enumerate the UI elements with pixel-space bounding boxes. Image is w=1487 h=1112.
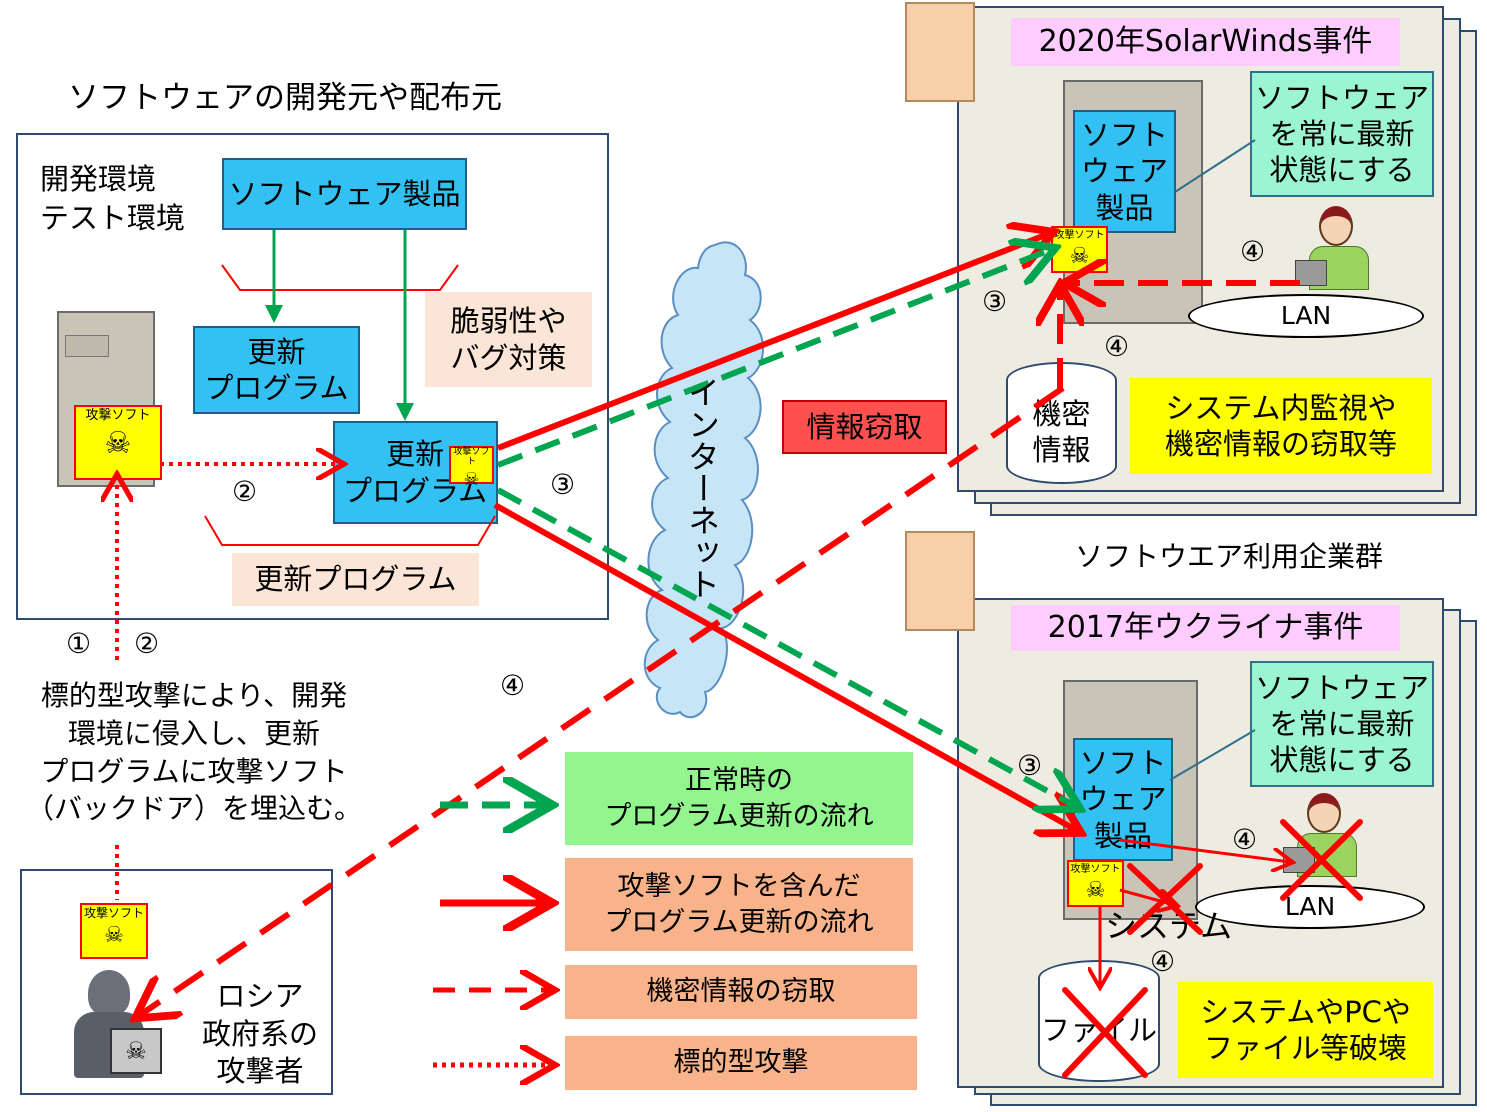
dev-environment-panel [16, 133, 609, 620]
marker-3-sw: ③ [982, 285, 1008, 318]
marker-1: ① [66, 627, 92, 660]
building-icon [905, 531, 975, 631]
dev-env-label: 開発環境 テスト環境 [40, 162, 186, 236]
legend-malicious-flow: 攻撃ソフトを含んだ プログラム更新の流れ [565, 858, 913, 951]
marker-4-left: ④ [500, 669, 526, 702]
software-product-box: ソフトウェア製品 [222, 158, 467, 230]
user-companies-label: ソフトウエア利用企業群 [1075, 540, 1384, 573]
ukraine-title: 2017年ウクライナ事件 [1011, 605, 1400, 651]
skull-icon: ☠ [104, 426, 132, 462]
skull-icon: ☠ [463, 468, 480, 490]
dev-server-panel [65, 335, 109, 357]
internet-label-vertical: インターネット [683, 376, 721, 600]
solarwinds-software: ソフト ウェア 製品 [1073, 110, 1176, 233]
ukraine-bubble: ソフトウェア を常に最新 状態にする [1250, 661, 1434, 787]
solarwinds-bubble: ソフトウェア を常に最新 状態にする [1250, 71, 1434, 197]
legend-info-theft: 機密情報の窃取 [565, 965, 917, 1019]
attack-soft-badge-attacker: 攻撃ソフト ☠ [80, 903, 148, 959]
skull-icon: ☠ [1085, 878, 1106, 903]
ukraine-software: ソフト ウェア 製品 [1073, 738, 1173, 861]
user-icon-solarwinds [1295, 206, 1375, 290]
update-program-bracket-label: 更新プログラム [232, 553, 479, 606]
update-program-box: 更新 プログラム [193, 326, 360, 414]
attack-soft-label: 攻撃ソフト [83, 906, 144, 920]
marker-4-sw-user: ④ [1240, 235, 1266, 268]
attack-soft-label: 攻撃ソフト [85, 408, 151, 423]
dev-title: ソフトウェアの開発元や配布元 [68, 80, 502, 116]
attack-soft-badge-ukraine: 攻撃ソフト ☠ [1067, 860, 1124, 907]
attack-soft-label: 攻撃ソフト [453, 447, 490, 467]
info-theft-label: 情報窃取 [782, 400, 947, 454]
legend-normal-flow: 正常時の プログラム更新の流れ [565, 752, 913, 845]
attack-soft-label: 攻撃ソフト [1070, 864, 1121, 875]
building-icon [905, 2, 975, 102]
attack-soft-badge-update: 攻撃ソフト ☠ [449, 446, 494, 489]
solarwinds-title: 2020年SolarWinds事件 [1011, 18, 1400, 66]
attacker-panel [20, 869, 333, 1095]
solarwinds-lan: LAN [1188, 294, 1424, 338]
ukraine-lan: LAN [1195, 885, 1425, 929]
attacker-label: ロシア 政府系の 攻撃者 [201, 979, 318, 1089]
ukraine-effect: システムやPCや ファイル等破壊 [1178, 982, 1433, 1078]
marker-4-uk-user: ④ [1232, 823, 1258, 856]
solarwinds-effect: システム内監視や 機密情報の窃取等 [1130, 378, 1432, 474]
vulnerability-note: 脆弱性や バグ対策 [425, 292, 592, 387]
internet-cloud [643, 241, 764, 719]
attack-soft-label: 攻撃ソフト [1054, 230, 1105, 241]
marker-4-uk-db: ④ [1150, 945, 1176, 978]
marker-3: ③ [550, 468, 576, 501]
user-icon-ukraine [1283, 793, 1363, 877]
legend-targeted-attack: 標的型攻撃 [565, 1036, 917, 1090]
skull-icon: ☠ [104, 923, 124, 949]
attack-description: 標的型攻撃により、開発 環境に侵入し、更新 プログラムに攻撃ソフト （バックドア… [25, 679, 362, 826]
attacker-icon: ☠ [66, 970, 166, 1080]
marker-2-lower: ② [134, 627, 160, 660]
marker-4-sw-db: ④ [1104, 330, 1130, 363]
marker-2: ② [232, 475, 258, 508]
